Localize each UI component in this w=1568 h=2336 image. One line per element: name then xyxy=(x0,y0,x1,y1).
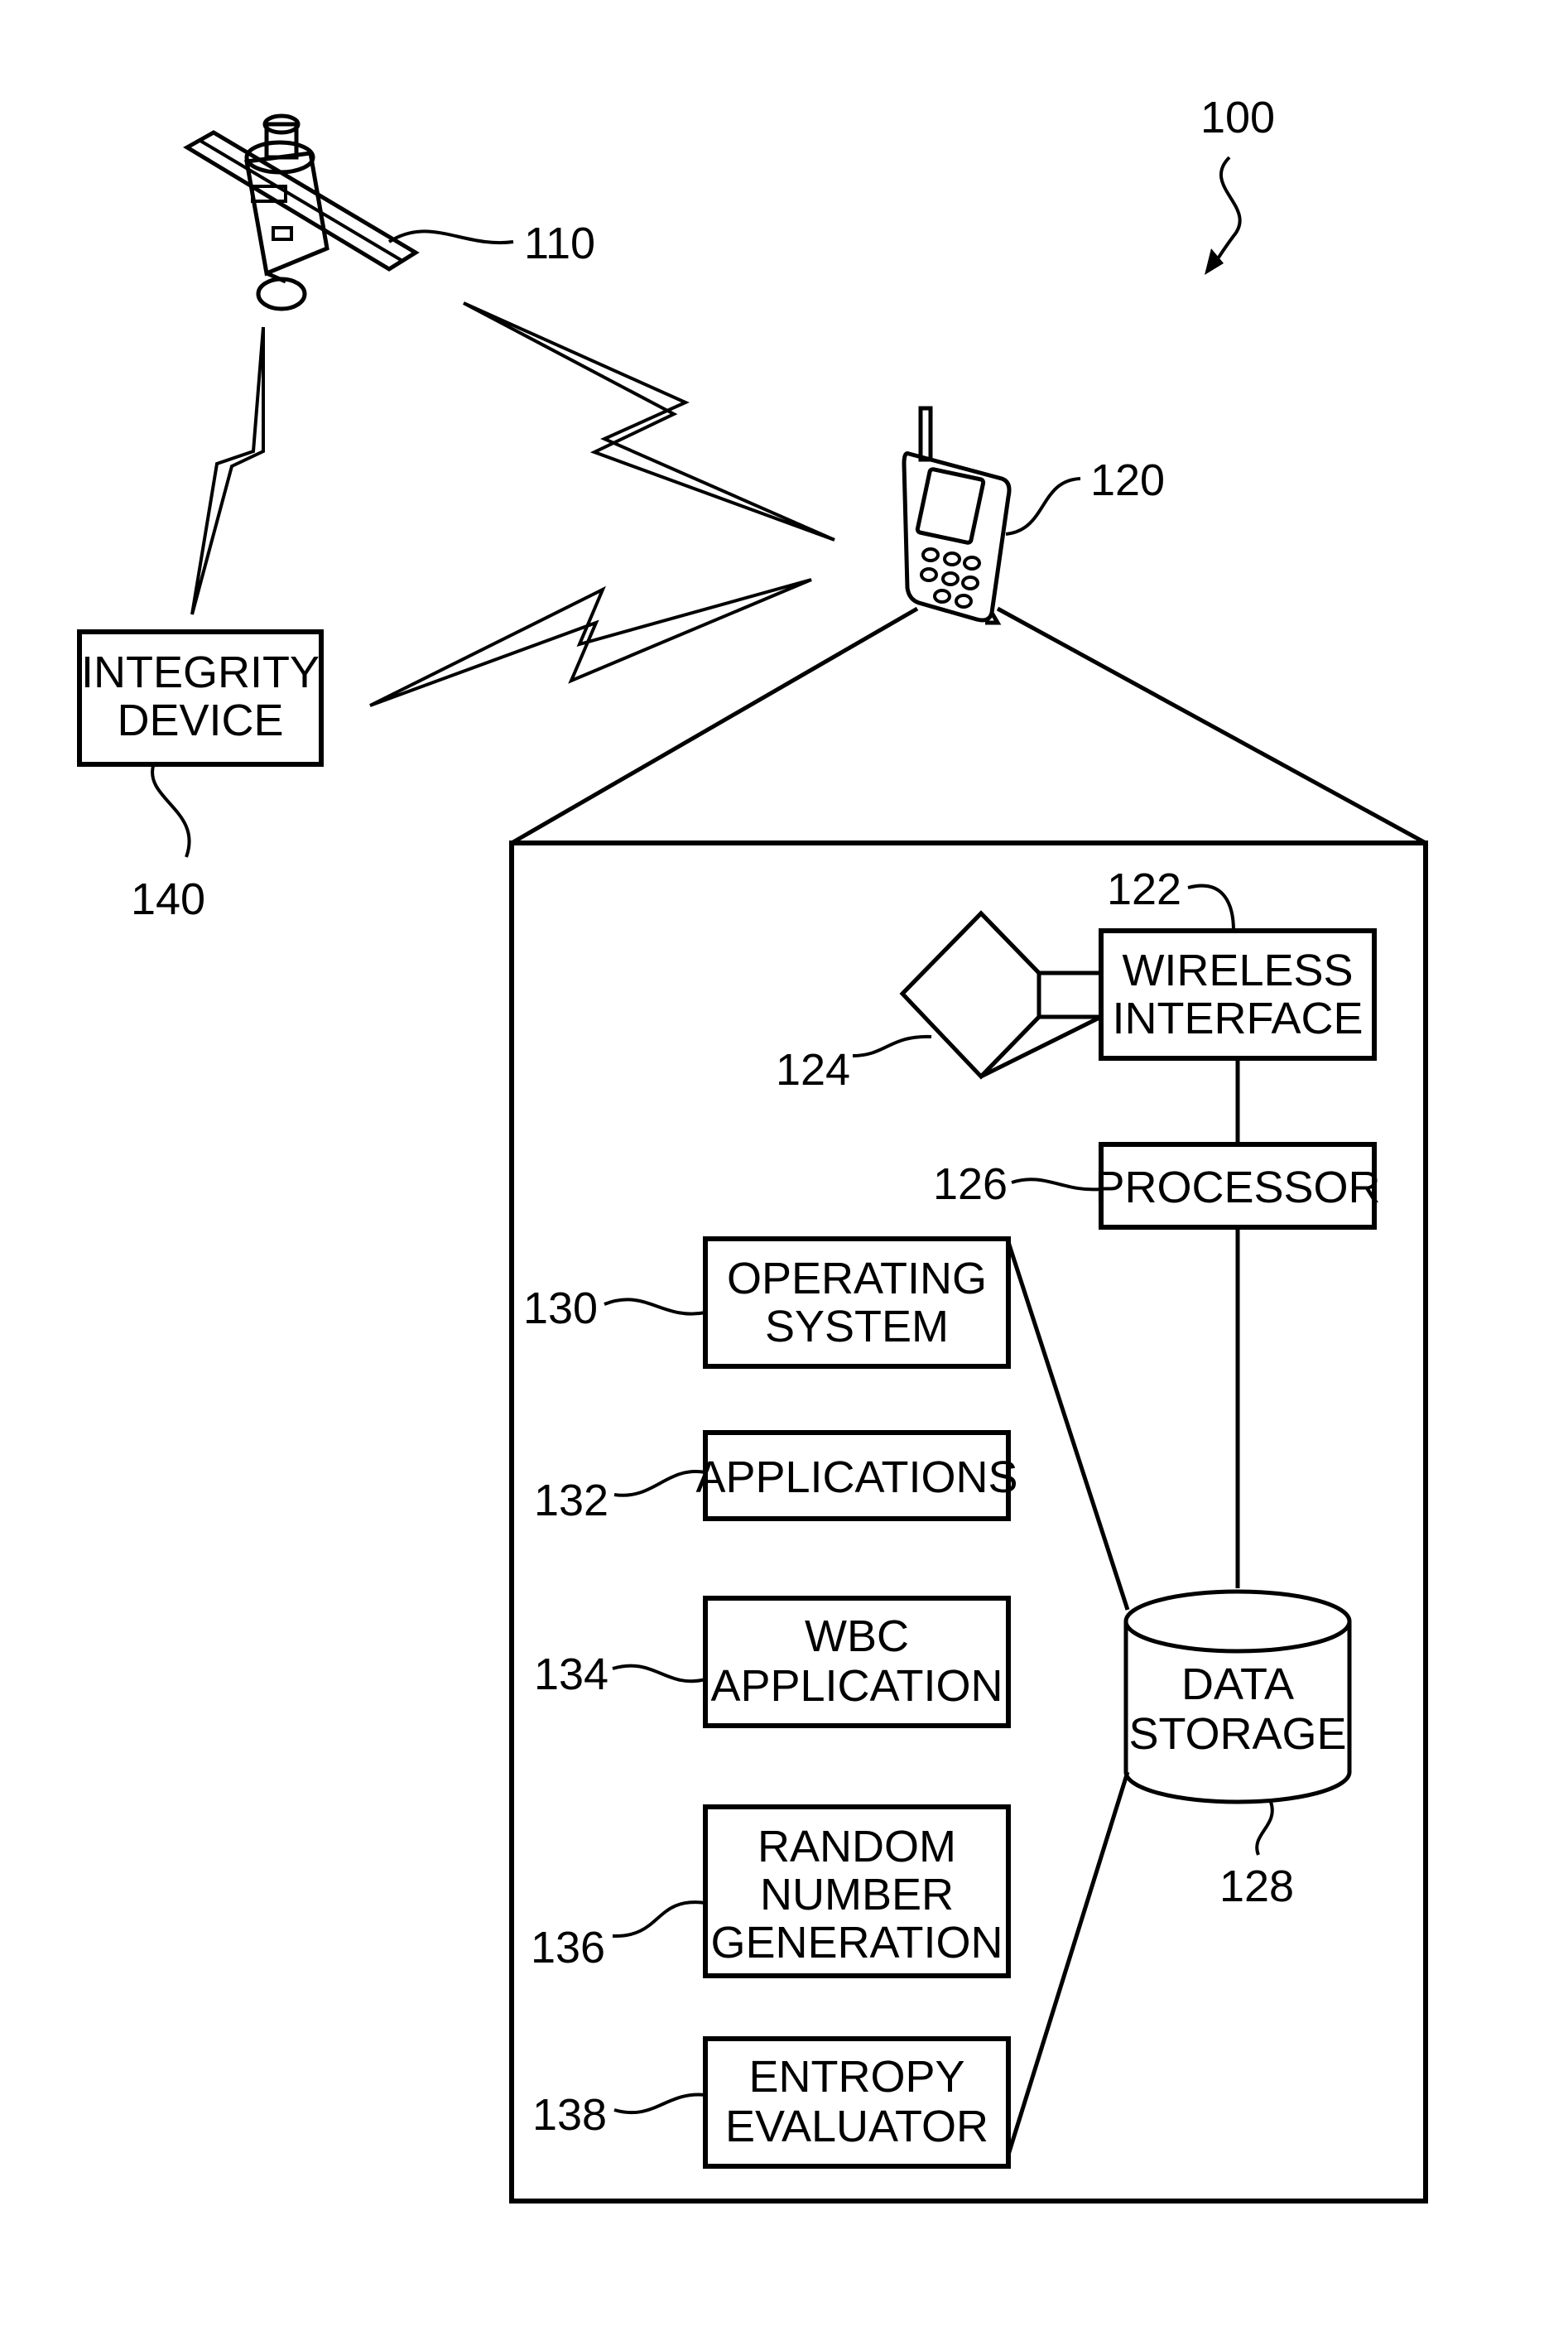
entropy-evaluator-label-line2: EVALUATOR xyxy=(725,2102,988,2151)
operating-system-label-line1: OPERATING xyxy=(727,1254,987,1303)
ref-124: 124 xyxy=(776,1045,850,1095)
random-number-generation-label-line3: GENERATION xyxy=(710,1918,1003,1968)
ref-128: 128 xyxy=(1219,1862,1294,1911)
random-number-generation-label-line2: NUMBER xyxy=(760,1870,954,1919)
data-storage-label-line2: STORAGE xyxy=(1128,1709,1346,1759)
integrity-device-label-line1: INTEGRITY xyxy=(81,648,320,697)
random-number-generation-label-line1: RANDOM xyxy=(758,1822,956,1871)
ref-134: 134 xyxy=(534,1650,608,1699)
processor-label: PROCESSOR xyxy=(1094,1163,1380,1212)
ref-138: 138 xyxy=(532,2090,607,2140)
mobile-phone-icon xyxy=(904,408,1009,623)
ref-120-leader xyxy=(1006,479,1080,534)
expansion-line-right xyxy=(998,609,1426,843)
ref-110-leader xyxy=(389,231,513,243)
satellite-phone-link xyxy=(464,303,835,540)
ref-100-leader xyxy=(1210,157,1240,269)
ref-122: 122 xyxy=(1107,865,1181,914)
ref-126: 126 xyxy=(933,1159,1008,1209)
ref-120: 120 xyxy=(1090,455,1165,505)
ref-136: 136 xyxy=(531,1923,605,1972)
satellite-icon xyxy=(187,116,416,309)
ref-110: 110 xyxy=(524,219,595,268)
data-storage-label-line1: DATA xyxy=(1181,1659,1294,1709)
ref-140: 140 xyxy=(131,874,205,924)
applications-label: APPLICATIONS xyxy=(695,1452,1017,1502)
ref-140-leader xyxy=(152,766,190,857)
wbc-application-label-line2: APPLICATION xyxy=(710,1661,1003,1711)
integrity-phone-link xyxy=(370,580,811,706)
integrity-device-label-line2: DEVICE xyxy=(117,696,283,745)
wireless-interface-label-line2: INTERFACE xyxy=(1112,994,1363,1043)
ref-132: 132 xyxy=(534,1476,608,1525)
expansion-line-left xyxy=(512,609,917,843)
ref-130: 130 xyxy=(523,1284,598,1333)
satellite-integrity-link xyxy=(192,327,263,614)
wbc-application-label-line1: WBC xyxy=(805,1611,909,1661)
entropy-evaluator-label-line1: ENTROPY xyxy=(748,2052,964,2102)
wireless-interface-label-line1: WIRELESS xyxy=(1122,946,1353,995)
ref-100: 100 xyxy=(1200,93,1275,142)
operating-system-label-line2: SYSTEM xyxy=(765,1302,949,1351)
